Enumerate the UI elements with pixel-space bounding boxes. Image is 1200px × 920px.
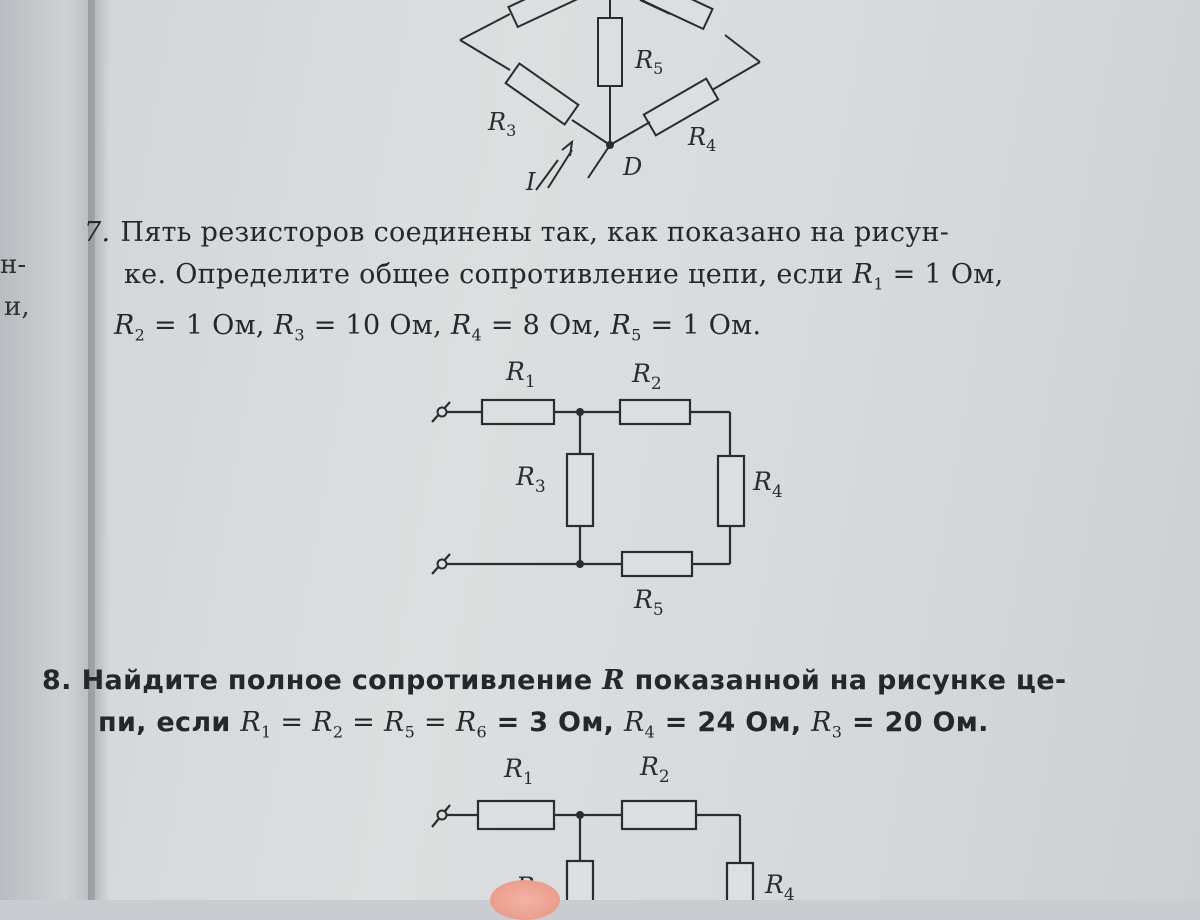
problem-7-line-2: ке. Определите общее сопротивление цепи,… [124, 259, 1004, 294]
finger-thumb [490, 880, 560, 920]
problem-7-line-1: 7.Пять резисторов соединены так, как пок… [84, 217, 950, 248]
resistor-r3-fig8 [565, 859, 595, 900]
junction-bottom [576, 560, 584, 568]
page-gutter-shadow [88, 0, 110, 900]
figure-bridge-circuit: R5 R3 R4 D I [459, 0, 761, 196]
problem-7: 7.Пять резисторов соединены так, как пок… [84, 212, 1003, 357]
label-r3-top: R3 [487, 108, 516, 140]
terminal-top [436, 406, 448, 418]
resistor-r1 [480, 398, 556, 426]
resistor-r5 [620, 550, 694, 578]
wire [459, 13, 511, 41]
resistor-r3 [565, 452, 595, 528]
resistor-r1-fig8 [476, 799, 556, 831]
problem-8-line-1: 8.Найдите полное сопротивление R показан… [42, 665, 1067, 696]
current-arrow-head [561, 139, 574, 157]
label-r4-top: R4 [687, 123, 716, 155]
wire [571, 119, 611, 146]
problem-7-line-3: R2 = 1 Ом, R3 = 10 Ом, R4 = 8 Ом, R5 = 1… [114, 310, 762, 345]
node-d-dot [606, 141, 614, 149]
wire [711, 61, 761, 91]
resistor-top-left [507, 0, 579, 29]
label-r3: R3 [515, 462, 546, 497]
margin-fragment-1: н- [0, 250, 27, 280]
wire [609, 121, 651, 146]
book-page [95, 0, 1200, 900]
problem-8: 8.Найдите полное сопротивление R показан… [42, 660, 1066, 753]
resistor-r4 [716, 454, 746, 528]
label-r4-fig8: R4 [764, 870, 795, 900]
label-r4: R4 [752, 467, 783, 502]
resistor-top-right [642, 0, 714, 31]
junction-top [576, 408, 584, 416]
resistor-r4-fig8 [725, 861, 755, 900]
terminal-fig8 [436, 809, 448, 821]
resistor-r5-top [597, 17, 623, 87]
resistor-r2-fig8 [620, 799, 698, 831]
wire [459, 39, 511, 71]
label-current-i: I [525, 168, 536, 196]
label-r5-top: R5 [634, 46, 663, 78]
figure-problem-7-circuit: R1 R2 R3 R4 R5 [431, 357, 783, 620]
label-r2: R2 [631, 359, 662, 394]
figure-problem-8-circuit: R1 R2 R3 R4 [431, 752, 795, 900]
current-arrow-line-1 [547, 149, 573, 189]
problem-7-number: 7. [84, 217, 111, 248]
junction-fig8 [576, 811, 584, 819]
left-page: н- и, [0, 0, 110, 900]
label-r5: R5 [633, 585, 664, 620]
label-r1-fig8: R1 [503, 754, 534, 789]
resistor-r3-top [504, 62, 580, 126]
label-node-d: D [622, 153, 642, 181]
current-arrow-line-2 [535, 159, 559, 191]
wire [587, 144, 611, 179]
problem-8-number: 8. [42, 665, 72, 696]
terminal-bottom [436, 558, 448, 570]
margin-fragment-2: и, [4, 292, 30, 322]
resistor-r2 [618, 398, 692, 426]
label-r1: R1 [505, 357, 536, 392]
problem-8-line-2: пи, если R1 = R2 = R5 = R6 = 3 Ом, R4 = … [98, 707, 989, 742]
resistor-r4-top [642, 77, 720, 137]
wire [724, 34, 761, 63]
label-r2-fig8: R2 [639, 752, 670, 787]
